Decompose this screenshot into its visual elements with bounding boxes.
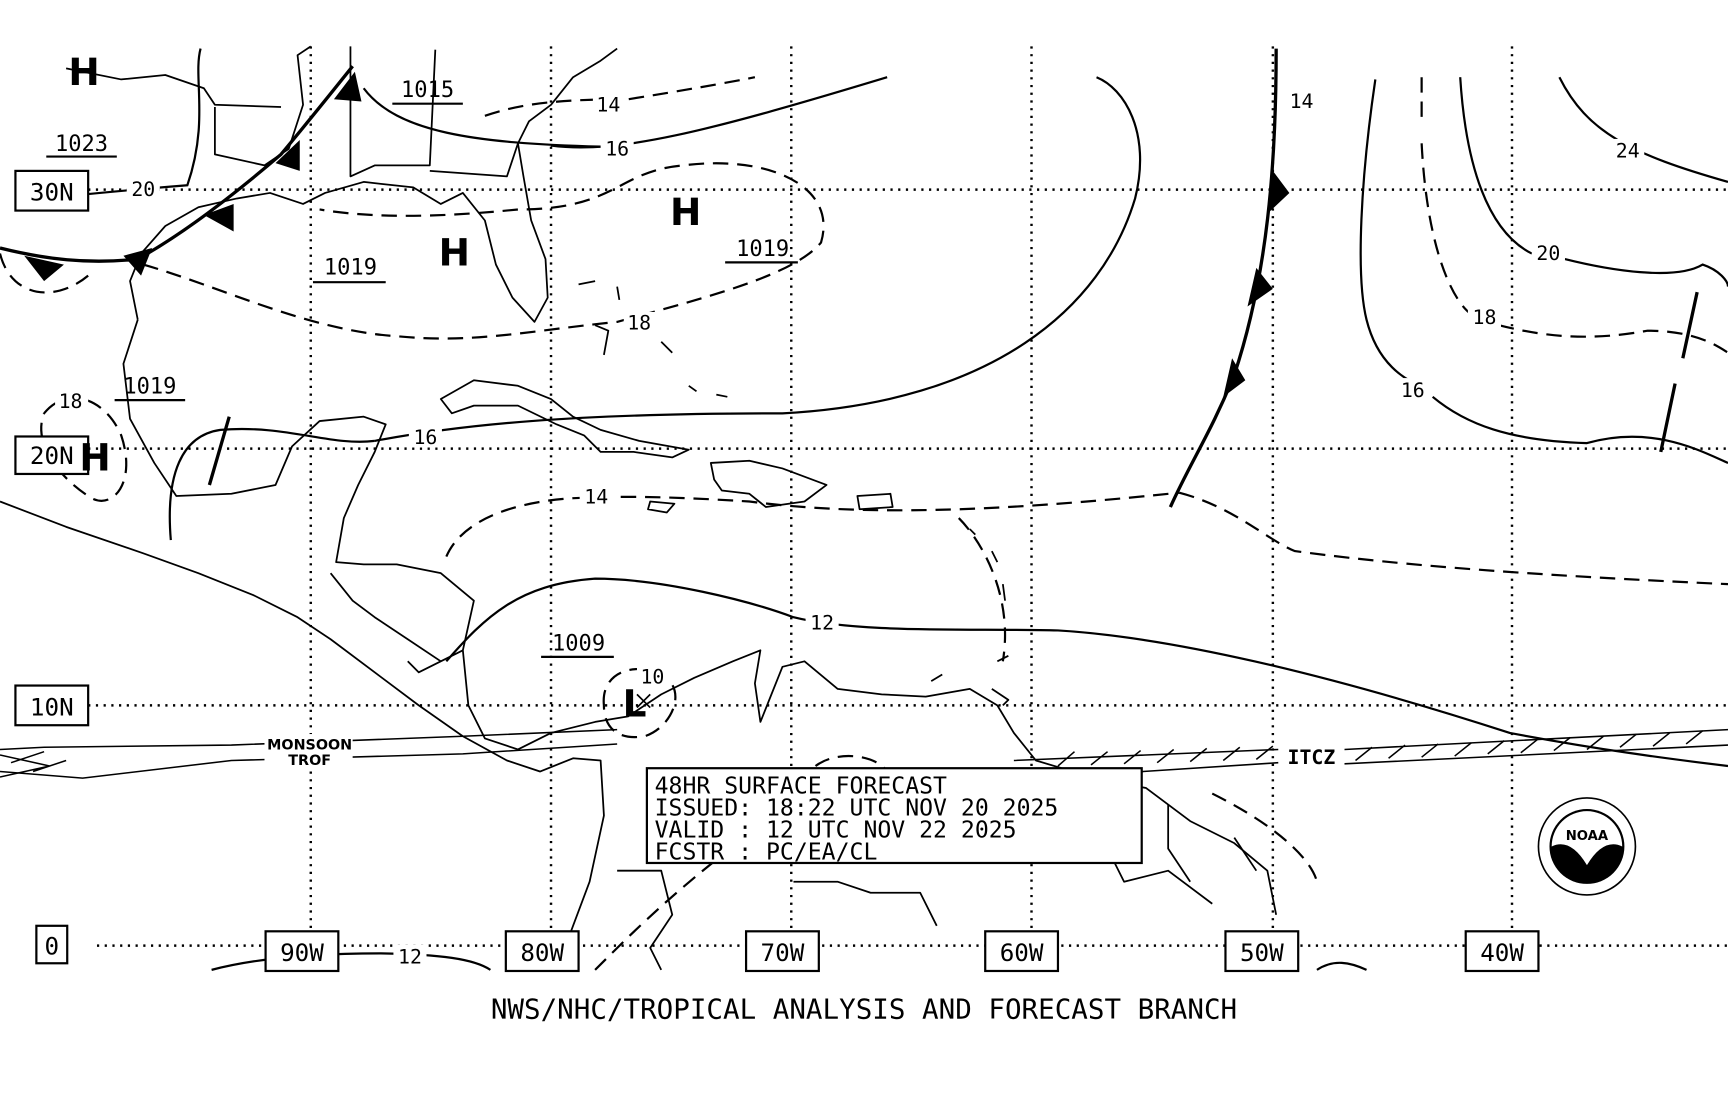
contour-label: 16 xyxy=(413,426,437,449)
lon-label-40w: 40W xyxy=(1480,938,1524,967)
pressure-centers: H H H H L xyxy=(68,50,701,725)
contour-label: 14 xyxy=(584,486,608,509)
forecast-info-box: 48HR SURFACE FORECAST ISSUED: 18:22 UTC … xyxy=(645,767,1143,866)
footer-credit: NWS/NHC/TROPICAL ANALYSIS AND FORECAST B… xyxy=(491,993,1237,1025)
pressure-values: 1023 1015 1019 1019 1019 1009 xyxy=(46,78,798,709)
high-center-letter: H xyxy=(68,50,99,94)
info-issued: ISSUED: 18:22 UTC NOV 20 2025 xyxy=(655,796,1059,822)
contour-label: 16 xyxy=(605,137,629,160)
info-forecaster: FCSTR : PC/EA/CL xyxy=(655,840,878,866)
contour-label: 12 xyxy=(810,611,834,634)
contour-label: 16 xyxy=(1401,379,1425,402)
pressure-value: 1019 xyxy=(324,255,377,280)
isobars xyxy=(0,48,1728,971)
lat-label-30n: 30N xyxy=(30,178,74,207)
pressure-value: 1015 xyxy=(401,78,454,103)
lon-label-70w: 70W xyxy=(761,938,805,967)
contour-label: 14 xyxy=(596,93,620,116)
pressure-value: 1023 xyxy=(55,132,108,157)
contour-label: 10 xyxy=(640,665,664,688)
contour-label: 20 xyxy=(131,178,155,201)
low-center-marker xyxy=(636,693,651,709)
noaa-logo-text: NOAA xyxy=(1566,829,1609,844)
pressure-value: 1019 xyxy=(736,237,789,262)
high-center-letter: H xyxy=(439,231,470,275)
contour-label: 18 xyxy=(627,312,651,335)
lon-label-50w: 50W xyxy=(1240,938,1284,967)
latitude-labels: 30N 20N 10N 0 xyxy=(14,169,90,965)
itcz-label: ITCZ xyxy=(1288,746,1336,769)
lat-label-20n: 20N xyxy=(30,441,74,470)
contour-label: 14 xyxy=(1290,90,1314,113)
monsoon-trough-label: TROF xyxy=(288,753,331,769)
low-center-letter: L xyxy=(623,681,647,725)
monsoon-trough-label: MONSOON xyxy=(267,737,352,753)
lon-label-60w: 60W xyxy=(1000,938,1044,967)
info-valid: VALID : 12 UTC NOV 22 2025 xyxy=(655,818,1017,844)
pressure-value: 1019 xyxy=(123,375,176,400)
high-center-letter: H xyxy=(670,190,701,234)
longitude-labels: 90W 80W 70W 60W 50W 40W xyxy=(264,930,1540,973)
contour-label: 12 xyxy=(398,945,422,968)
coastlines xyxy=(0,45,1278,971)
contour-label: 20 xyxy=(1536,242,1560,265)
lat-lon-grid xyxy=(88,46,1728,970)
contour-label: 24 xyxy=(1616,140,1640,163)
lon-label-90w: 90W xyxy=(280,938,324,967)
contour-label: 18 xyxy=(59,390,83,413)
troughs xyxy=(0,517,1728,779)
lat-label-10n: 10N xyxy=(30,692,74,721)
noaa-logo: NOAA xyxy=(1537,797,1637,896)
cold-front xyxy=(0,48,1699,508)
lon-label-80w: 80W xyxy=(520,938,564,967)
lat-label-0: 0 xyxy=(44,931,59,960)
contour-label: 18 xyxy=(1473,306,1497,329)
info-title: 48HR SURFACE FORECAST xyxy=(655,774,947,800)
feature-labels: MONSOON TROF ITCZ xyxy=(264,734,1345,770)
pressure-value: 1009 xyxy=(552,631,605,656)
contour-labels: 14 16 20 18 18 16 14 12 10 12 14 24 20 1… xyxy=(55,89,1645,968)
high-center-letter: H xyxy=(79,436,110,480)
